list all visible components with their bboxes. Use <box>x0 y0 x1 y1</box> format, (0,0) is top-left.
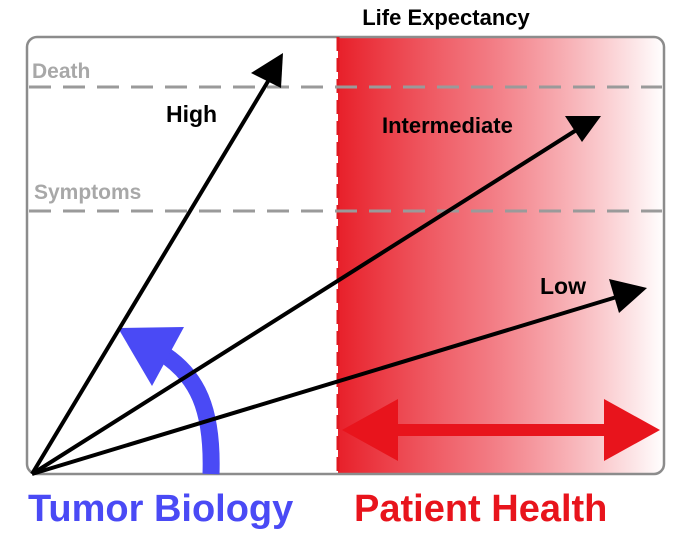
arrow-intermediate <box>30 116 601 476</box>
arrow-high-label: High <box>166 101 217 127</box>
curved-arrow-icon <box>118 327 220 475</box>
death-threshold-label: Death <box>32 60 90 83</box>
patient-health-region <box>338 37 664 474</box>
double-headed-arrow-icon <box>342 399 660 461</box>
diagram-title: Life Expectancy <box>362 5 530 30</box>
patient-health-label: Patient Health <box>354 488 607 530</box>
diagram-frame <box>25 35 666 476</box>
symptoms-threshold-label: Symptoms <box>34 181 141 204</box>
arrow-intermediate-label: Intermediate <box>382 113 513 138</box>
arrow-low <box>31 279 647 476</box>
tumor-biology-label: Tumor Biology <box>28 488 293 530</box>
arrow-high <box>30 53 283 476</box>
arrow-low-label: Low <box>540 273 586 299</box>
